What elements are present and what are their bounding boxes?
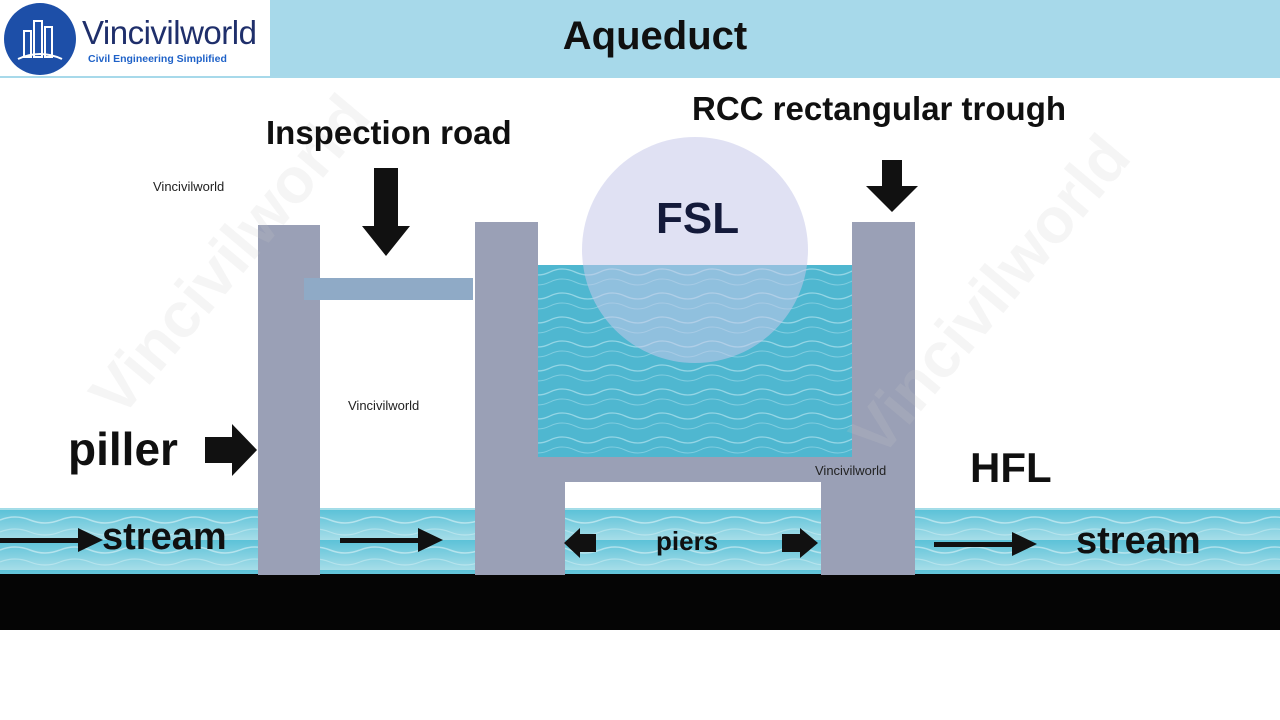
rcc-trough-label: RCC rectangular trough xyxy=(692,90,1067,127)
left-pillar xyxy=(258,225,320,575)
piller-label: piller xyxy=(68,423,178,475)
logo-tagline: Civil Engineering Simplified xyxy=(88,53,227,65)
page-title: Aqueduct xyxy=(562,14,748,58)
fsl-highlight xyxy=(582,137,808,363)
watermark-text: Vincivilworld xyxy=(815,463,887,478)
stream-arrow-mid-icon xyxy=(340,528,443,552)
trough-base xyxy=(475,457,915,482)
piers-label: piers xyxy=(656,526,719,556)
ground xyxy=(0,574,1280,630)
hfl-label: HFL xyxy=(970,444,1052,491)
stream-water xyxy=(0,508,1280,574)
trough-left-wall xyxy=(475,222,538,482)
watermark-text: Vincivilworld xyxy=(153,179,225,194)
stream-arrow-right-icon xyxy=(934,532,1037,556)
stream-label-right: stream xyxy=(1076,520,1201,562)
logo: Vincivilworld Civil Engineering Simplifi… xyxy=(0,0,270,76)
pier-left xyxy=(475,482,565,575)
piller-arrow-icon xyxy=(205,424,257,476)
stream-label-left: stream xyxy=(102,516,227,558)
stream-arrow-icon xyxy=(0,528,103,552)
trough-arrow-icon xyxy=(866,160,918,212)
watermark-text: Vincivilworld xyxy=(348,398,420,413)
trough-right-wall xyxy=(852,222,915,482)
inspection-road-label: Inspection road xyxy=(266,114,512,151)
pier-right xyxy=(821,482,915,575)
fsl-label: FSL xyxy=(656,194,740,243)
logo-name: Vincivilworld xyxy=(82,14,257,51)
piers-left-arrow-icon xyxy=(564,528,596,558)
piers-right-arrow-icon xyxy=(782,528,818,558)
inspection-road-arrow-icon xyxy=(362,168,410,256)
logo-emblem-icon xyxy=(4,3,76,75)
inspection-road-slab xyxy=(304,278,473,300)
